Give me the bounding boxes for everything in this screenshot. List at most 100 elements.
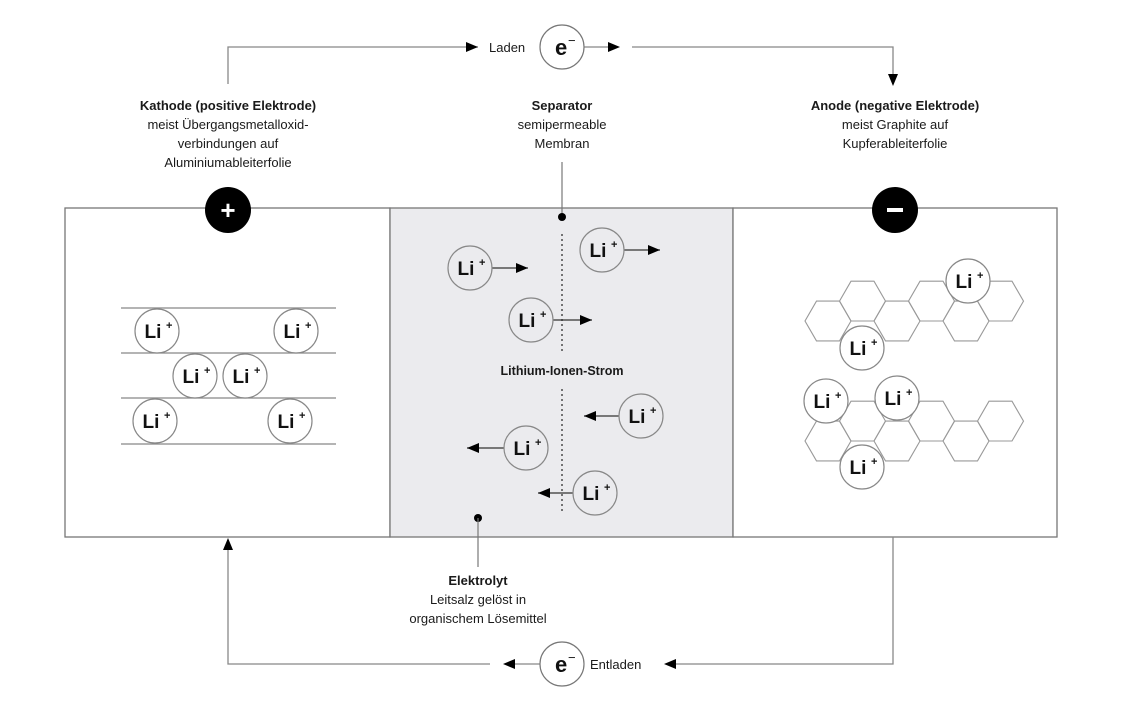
discharge-label: Entladen <box>590 657 642 672</box>
ion-circle <box>579 227 625 273</box>
minus-icon <box>887 208 903 212</box>
ion-circle <box>503 425 549 471</box>
ion-circle <box>618 393 664 439</box>
anode-lithium-ion: Li + <box>839 325 885 371</box>
charge-arrow-1 <box>466 42 478 52</box>
anode-title: Anode (negative Elektrode) <box>810 98 980 113</box>
charge-label: Laden <box>489 40 526 55</box>
ion-symbol: Li <box>278 412 295 433</box>
ion-circle <box>134 308 180 354</box>
ion-circle <box>508 297 554 343</box>
separator-title: Separator <box>531 98 593 113</box>
ion-charge: + <box>604 482 610 494</box>
ion-charge: + <box>305 320 311 332</box>
separator-desc-line: semipermeable <box>517 117 607 132</box>
anode-lithium-ion: Li + <box>874 375 920 421</box>
ion-charge: + <box>977 270 983 282</box>
electrolyte-lithium-ion: Li + <box>508 297 554 343</box>
ion-flow-arrow-head <box>648 245 660 255</box>
anode-graphite-layers <box>804 280 1025 462</box>
ion-charge: + <box>479 257 485 269</box>
ion-charge: + <box>540 309 546 321</box>
ion-circle <box>447 245 493 291</box>
ion-symbol: Li <box>183 367 200 388</box>
discharge-arrow-up <box>223 538 233 550</box>
cathode-lithium-ion: Li + <box>132 398 178 444</box>
charge-electron-symbol: e <box>555 35 567 60</box>
ion-circle <box>803 378 849 424</box>
ion-charge: + <box>611 239 617 251</box>
cathode-lithium-ion: Li + <box>273 308 319 354</box>
ion-charge: + <box>871 337 877 349</box>
graphite-hexagon <box>976 400 1025 442</box>
ion-charge: + <box>204 365 210 377</box>
cathode-desc-line: meist Übergangsmetalloxid- <box>147 117 309 132</box>
charge-arrow-2 <box>608 42 620 52</box>
discharge-electron-symbol: e <box>555 652 567 677</box>
cathode-lithium-ion: Li + <box>267 398 313 444</box>
anode-lithium-ion: Li+ <box>839 444 885 490</box>
cathode-lithium-ion: Li + <box>172 353 218 399</box>
anode-label: Anode (negative Elektrode) meist Graphit… <box>785 96 1005 153</box>
ion-symbol: Li <box>850 458 867 479</box>
plus-icon: + <box>220 195 235 225</box>
ion-symbol: Li <box>145 322 162 343</box>
cathode-desc-line: Aluminiumableiterfolie <box>164 155 292 170</box>
ion-symbol: Li <box>519 311 536 332</box>
cathode-desc-line: verbindungen auf <box>177 136 279 151</box>
cathode-label: Kathode (positive Elektrode) meist Überg… <box>118 96 338 172</box>
ion-symbol: Li <box>458 259 475 280</box>
ion-symbol: Li <box>514 439 531 460</box>
discharge-arrow-2 <box>664 659 676 669</box>
ion-charge: + <box>906 387 912 399</box>
ion-circle <box>839 325 885 371</box>
electrolyte-lithium-ion: Li + <box>579 227 625 273</box>
ion-circle <box>945 258 991 304</box>
discharge-electron-charge: − <box>568 650 576 665</box>
ion-circle <box>172 353 218 399</box>
ion-circle <box>132 398 178 444</box>
electrolyte-lithium-ion: Li + <box>572 470 618 516</box>
electrolyte-title: Elektrolyt <box>448 573 508 588</box>
ion-symbol: Li <box>956 272 973 293</box>
ion-charge: + <box>535 437 541 449</box>
separator-desc-line: Membran <box>534 136 590 151</box>
ion-flow-arrow-head <box>584 411 596 421</box>
ion-charge: + <box>299 410 305 422</box>
discharge-electron-circle <box>539 641 585 687</box>
ion-symbol: Li <box>850 339 867 360</box>
ion-circle <box>839 444 885 490</box>
anode-desc-line: meist Graphite auf <box>841 117 949 132</box>
ion-flow-arrow-head <box>580 315 592 325</box>
electrolyte-desc-line: organischem Lösemittel <box>409 611 547 626</box>
ion-circle <box>222 353 268 399</box>
ion-symbol: Li <box>284 322 301 343</box>
electrolyte-desc-line: Leitsalz gelöst in <box>429 592 527 607</box>
ion-symbol: Li <box>143 412 160 433</box>
ion-symbol: Li <box>233 367 250 388</box>
ion-symbol: Li <box>814 392 831 413</box>
ion-charge: + <box>164 410 170 422</box>
anode-desc-line: Kupferableiterfolie <box>842 136 948 151</box>
charge-electron-charge: − <box>568 33 576 48</box>
cathode-title: Kathode (positive Elektrode) <box>139 98 317 113</box>
ion-symbol: Li <box>629 407 646 428</box>
ion-flow-arrow-head <box>538 488 550 498</box>
ion-flow-arrow-head <box>516 263 528 273</box>
cathode-lithium-ion: Li+ <box>222 353 268 399</box>
anode-lithium-ion: Li + <box>945 258 991 304</box>
electrolyte-lithium-ion: Li + <box>503 425 549 471</box>
ion-flow-label: Lithium-Ionen-Strom <box>500 364 624 378</box>
ion-circle <box>572 470 618 516</box>
anode-lithium-ion: Li + <box>803 378 849 424</box>
electrolyte-lithium-ion: Li + <box>447 245 493 291</box>
ion-flow-arrow-head <box>467 443 479 453</box>
electrolyte-box <box>389 207 734 538</box>
ion-symbol: Li <box>583 484 600 505</box>
discharge-arrow-1 <box>503 659 515 669</box>
anode-box <box>732 207 1058 538</box>
ion-symbol: Li <box>590 241 607 262</box>
ion-symbol: Li <box>885 389 902 410</box>
ion-charge: + <box>835 390 841 402</box>
